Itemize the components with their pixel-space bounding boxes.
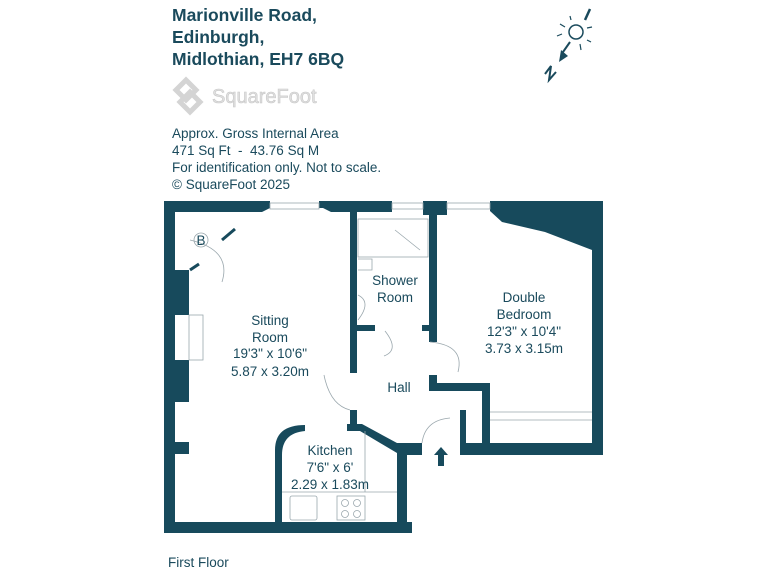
room-bedroom: Double Bedroom 12'3" x 10'4" 3.73 x 3.15… [485,290,563,356]
svg-text:5.87 x 3.20m: 5.87 x 3.20m [231,364,309,379]
address-line-1: Marionville Road, [172,5,317,25]
hob-icon [336,495,366,521]
svg-text:19'3" x 10'6": 19'3" x 10'6" [233,346,307,361]
area-heading: Approx. Gross Internal Area [172,126,339,141]
svg-text:3.73 x 3.15m: 3.73 x 3.15m [485,341,563,356]
address-title: Marionville Road, Edinburgh, Midlothian,… [172,4,344,70]
doors [189,239,460,444]
squarefoot-logo: SquareFoot [172,76,317,116]
svg-text:Bedroom: Bedroom [497,307,552,322]
svg-text:Sitting: Sitting [251,313,289,328]
walls [164,201,603,533]
room-kitchen: Kitchen 7'6" x 6' 2.29 x 1.83m [291,443,369,492]
area-values: 471 Sq Ft - 43.76 Sq M [172,143,320,158]
svg-text:Room: Room [377,290,413,305]
room-sitting: Sitting Room 19'3" x 10'6" 5.87 x 3.20m [231,313,309,379]
address-line-3: Midlothian, EH7 6BQ [172,49,345,69]
copyright: © SquareFoot 2025 [172,177,291,192]
disclaimer: For identification only. Not to scale. [172,160,382,175]
wardrobe [490,411,592,421]
address-line-2: Edinburgh, [172,27,265,47]
svg-text:B: B [196,233,205,248]
svg-text:Double: Double [503,290,546,305]
svg-text:7'6" x 6': 7'6" x 6' [307,460,354,475]
svg-text:Shower: Shower [372,273,418,288]
room-shower: Shower Room [372,273,418,305]
svg-text:2.29 x 1.83m: 2.29 x 1.83m [291,477,369,492]
svg-text:Kitchen: Kitchen [307,443,352,458]
logo-text: SquareFoot [212,86,317,108]
room-hall: Hall [387,380,410,395]
bathroom-fixtures [357,218,429,321]
boiler-marker: B [193,232,209,248]
svg-text:Room: Room [252,330,288,345]
compass-icon [544,8,593,84]
entrance-arrow-icon [434,447,448,466]
area-info: Approx. Gross Internal Area 471 Sq Ft - … [172,125,381,193]
sink-icon [289,495,318,521]
floor-label: First Floor [168,555,229,570]
kitchen-fixtures [282,431,397,521]
svg-text:12'3" x 10'4": 12'3" x 10'4" [487,324,561,339]
windows [188,202,491,361]
